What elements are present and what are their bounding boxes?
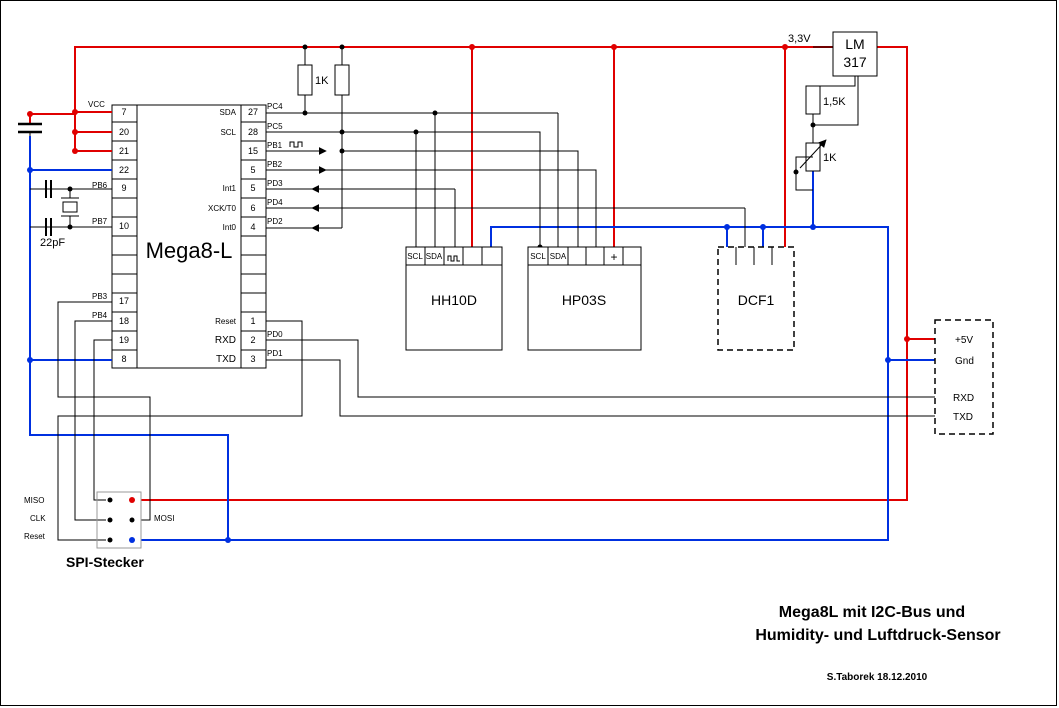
voltage-regulator: LM 317 3,3V 1,5K 1K [788,31,878,191]
pin-num: 1 [250,316,255,326]
resistor-value: 1,5K [823,96,846,108]
ground-net [27,136,935,543]
pin-num: 3 [250,354,255,364]
regulator-label: LM [845,36,864,52]
decoupling-capacitor [18,122,42,136]
pin-num: 18 [119,316,129,326]
spi-header: MISO CLK Reset MOSI SPI-Stecker [24,491,174,570]
module-hh10d: SCL SDA HH10D [405,246,503,351]
pin-port: PD3 [267,179,283,188]
mcu-right-pin-labels: 27 28 15 5 5 6 4 1 2 3 SDA SCL Int1 XCK/… [208,102,283,365]
serial-power-connector: +5V Gnd RXD TXD [934,319,994,435]
pin-num: 20 [119,127,129,137]
pin-num: 19 [119,335,129,345]
regulator-voltage: 3,3V [788,33,811,45]
pin-func: Reset [215,317,237,326]
pin-label: VCC [88,100,105,109]
pin-label: PB3 [92,292,108,301]
author-date: S.Taborek 18.12.2010 [827,672,928,683]
svg-text:MISO: MISO [24,496,44,505]
pin-num: 9 [121,183,126,193]
pin-label: PB7 [92,217,108,226]
pin-func: Int0 [223,223,237,232]
svg-text:TXD: TXD [953,412,973,423]
pin-port: PD0 [267,330,283,339]
pin-func: XCK/T0 [208,204,237,213]
signal-wires [57,110,935,541]
title-line-2: Humidity- und Luftdruck-Sensor [755,627,1000,644]
pin-func: Int1 [223,184,237,193]
power-net [27,44,935,503]
pin-num: 15 [248,146,258,156]
spi-title: SPI-Stecker [66,554,144,570]
svg-text:CLK: CLK [30,514,46,523]
module-hp03s: SCL SDA + HP03S [527,246,642,351]
pin-num: 17 [119,296,129,306]
svg-text:SCL: SCL [407,252,423,261]
pin-port: PD4 [267,198,283,207]
pin-port: PC4 [267,102,283,111]
resistor-value: 1K [315,75,329,87]
pin-port: PB2 [267,160,283,169]
pin-num: 10 [119,221,129,231]
regulator-label: 317 [843,54,867,70]
svg-text:Gnd: Gnd [955,356,974,367]
svg-text:Reset: Reset [24,532,46,541]
pin-num: 2 [250,335,255,345]
pin-func: SCL [220,128,236,137]
pin-num: 5 [250,183,255,193]
module-name: HP03S [562,292,606,308]
cap-value: 22pF [40,237,65,249]
pin-num: 28 [248,127,258,137]
pin-num: 8 [121,354,126,364]
pin-port: PD1 [267,349,283,358]
module-name: DCF1 [738,292,775,308]
svg-text:SDA: SDA [550,252,567,261]
svg-text:+: + [610,250,617,264]
svg-text:SDA: SDA [426,252,443,261]
pin-label: PB4 [92,311,108,320]
module-name: HH10D [431,292,477,308]
pin-num: 4 [250,222,255,232]
pin-port: PC5 [267,122,283,131]
pin-label: PB6 [92,181,108,190]
pin-num: 6 [250,203,255,213]
pin-port: PD2 [267,217,283,226]
mcu-name: Mega8-L [146,238,233,263]
pullup-resistors: 1K [297,44,350,228]
pin-port: PB1 [267,141,283,150]
pin-num: 27 [248,107,258,117]
svg-text:SCL: SCL [530,252,546,261]
pin-num: 7 [121,107,126,117]
title-line-1: Mega8L mit I2C-Bus und [779,604,965,621]
pin-num: 21 [119,146,129,156]
mcu-left-pin-labels: 7 20 21 22 9 10 17 18 19 8 VCC PB6 PB7 P… [88,100,129,364]
title-block: Mega8L mit I2C-Bus und Humidity- und Luf… [755,604,1000,683]
pin-func: RXD [215,335,236,346]
svg-text:MOSI: MOSI [154,514,174,523]
pin-num: 22 [119,165,129,175]
module-dcf1: DCF1 [717,246,795,351]
pin-func: SDA [220,108,237,117]
crystal-oscillator: 22pF [30,180,112,249]
svg-text:RXD: RXD [953,393,974,404]
mcu-chip: Mega8-L [111,104,267,369]
pin-num: 5 [250,165,255,175]
svg-text:+5V: +5V [955,335,973,346]
pin-func: TXD [216,354,236,365]
resistor-value: 1K [823,152,837,164]
